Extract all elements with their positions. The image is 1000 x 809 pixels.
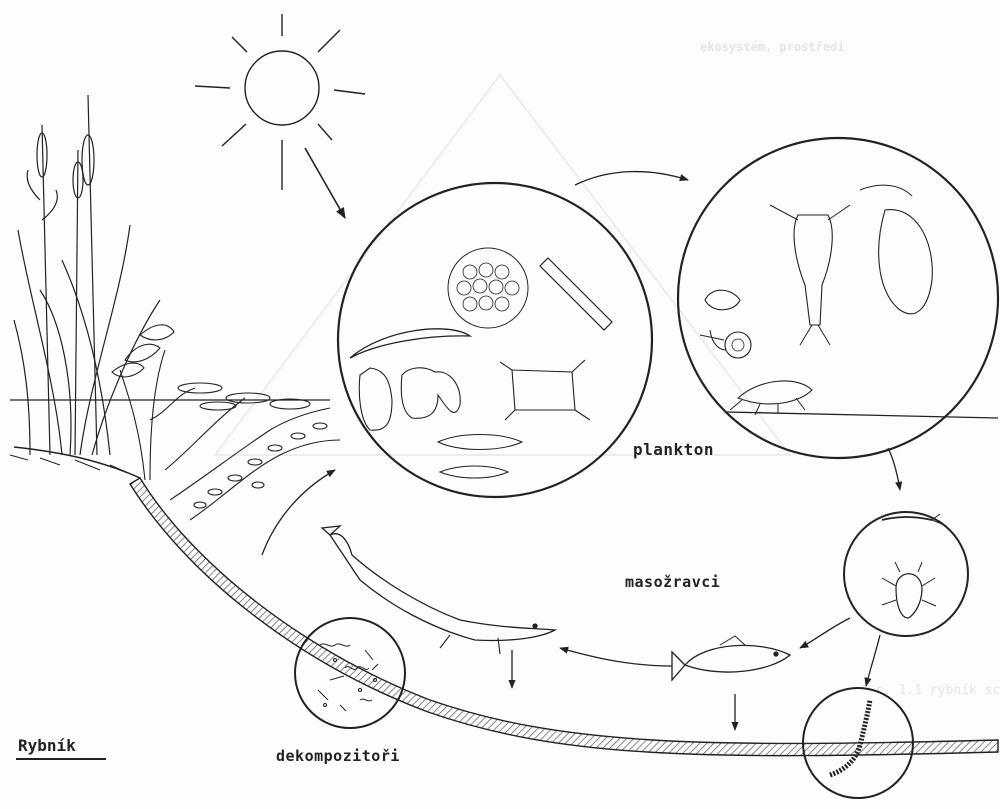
sunlight-arrow <box>305 148 345 218</box>
lily-pad <box>226 393 270 403</box>
shore-ground <box>14 447 140 478</box>
lily-pad <box>200 402 236 410</box>
submerged-leaves <box>194 423 327 508</box>
closterium <box>350 329 470 358</box>
sun-rays <box>195 14 365 190</box>
phytoplankton-circle <box>338 183 652 497</box>
colonial-alga <box>448 248 528 328</box>
reeds <box>14 95 160 455</box>
label-carnivores: masožravci <box>625 573 720 591</box>
roach <box>672 636 790 680</box>
arrow-roach-to-pike <box>560 648 672 666</box>
diatom-b <box>440 466 508 478</box>
sun-disc <box>245 51 319 125</box>
arrow-phyto-to-zoo <box>575 172 688 185</box>
pike <box>322 526 555 654</box>
ramshorn-snail <box>725 332 751 358</box>
lily-pad <box>178 383 222 393</box>
filamentous-alga <box>540 258 612 330</box>
label-pond: Rybník <box>18 736 76 755</box>
water-beetle <box>896 574 922 618</box>
insect-larva <box>882 517 932 520</box>
sun <box>195 14 365 218</box>
diatom-a <box>438 435 522 450</box>
desmid-a <box>359 368 392 430</box>
arrow-decomposers-to-algae <box>262 470 335 555</box>
label-plankton: plankton <box>633 440 714 459</box>
pond-bottom <box>130 478 998 756</box>
copepod <box>794 215 832 325</box>
pond-label-underline <box>16 758 106 760</box>
roach-tail <box>672 652 685 680</box>
label-decomposers: dekompozitoři <box>276 747 400 765</box>
desmid-b <box>401 368 460 418</box>
arrow-insects-to-worm <box>866 635 880 686</box>
tubifex-worm <box>830 700 870 775</box>
snail-shell <box>705 290 740 310</box>
zooplankton-circle <box>678 138 998 458</box>
flow-arrows <box>262 172 900 730</box>
staurastrum <box>500 360 590 420</box>
arrow-insects-to-roach <box>800 618 850 648</box>
daphnia <box>879 210 933 314</box>
cattail-head <box>82 135 94 185</box>
insect-circle <box>844 512 968 636</box>
arrow-zoo-to-insects <box>888 448 900 490</box>
